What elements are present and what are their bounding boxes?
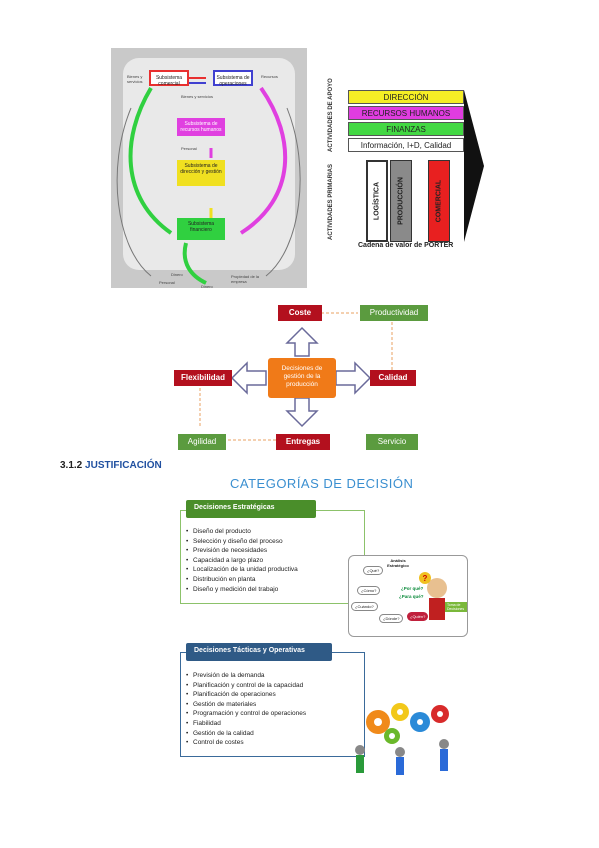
support-informacion: Información, I+D, Calidad: [348, 138, 464, 152]
question-label: Toma de Decisiones: [445, 602, 467, 612]
svg-text:?: ?: [423, 574, 428, 583]
list-item: Previsión de necesidades: [186, 546, 364, 556]
decisions-diagram: Coste Productividad Decisiones de gestió…: [170, 300, 435, 455]
question-bubble: ¿Cómo?: [357, 586, 381, 595]
primary-comercial: COMERCIAL: [428, 160, 450, 242]
list-item: Localización de la unidad productiva: [186, 565, 364, 575]
subsystem-label: Bienes y servicios: [181, 94, 214, 99]
question-bubble: ¿Para qué?: [399, 594, 424, 599]
question-bubble: ¿Cuándo?: [351, 602, 378, 611]
question-bubble: ¿Qué?: [363, 566, 384, 575]
servicio-box: Servicio: [366, 434, 418, 450]
questions-graphic: ? Análisis Estratégico ¿Qué? ¿Por qué? ¿…: [348, 555, 468, 637]
list-item: Fiabilidad: [186, 719, 364, 729]
productividad-box: Productividad: [360, 305, 428, 321]
tactical-panel: Previsión de la demanda Planificación y …: [180, 652, 365, 757]
primary-produccion: PRODUCCIÓN: [390, 160, 412, 242]
strategic-panel: Diseño del producto Selección y diseño d…: [180, 510, 365, 604]
calidad-box: Calidad: [370, 370, 416, 386]
section-heading: 3.1.2 JUSTIFICACIÓN: [60, 460, 162, 471]
flexibilidad-box: Flexibilidad: [174, 370, 232, 386]
question-label: Análisis Estratégico: [387, 558, 409, 568]
subsystem-label: Bienes y servicios: [127, 74, 143, 84]
tactical-title: Decisiones Tácticas y Operativas: [186, 643, 332, 661]
subsystems-diagram: Subsistema comercial Subsistema de opera…: [111, 48, 307, 289]
support-activities-label: ACTIVIDADES DE APOYO: [328, 78, 334, 152]
support-rrhh: RECURSOS HUMANOS: [348, 106, 464, 120]
primary-activities-label: ACTIVIDADES PRIMARIAS: [328, 163, 334, 240]
subsystem-label: Dinero: [201, 284, 213, 289]
support-direccion: DIRECCIÓN: [348, 90, 464, 104]
subsystem-label: Personal: [159, 280, 175, 285]
margin-arrow: [464, 90, 484, 242]
list-item: Gestión de la calidad: [186, 729, 364, 739]
entregas-box: Entregas: [276, 434, 330, 450]
question-bubble: ¿Quién?: [407, 612, 429, 621]
coste-box: Coste: [278, 305, 322, 321]
questions-illustration: ?: [419, 572, 447, 620]
gears-illustration: [355, 703, 449, 775]
question-bubble: ¿Por qué?: [401, 586, 424, 591]
list-item: Selección y diseño del proceso: [186, 537, 364, 547]
question-bubble: ¿Dónde?: [379, 614, 404, 623]
subsystem-direccion-box: Subsistema de dirección y gestión: [177, 160, 225, 186]
section-title: JUSTIFICACIÓN: [85, 460, 162, 471]
strategic-list: Diseño del producto Selección y diseño d…: [181, 527, 364, 594]
porter-caption: Cadena de valor de PORTER: [358, 242, 454, 249]
subsystem-label: Personal: [181, 146, 197, 151]
list-item: Previsión de la demanda: [186, 671, 364, 681]
list-item: Distribución en planta: [186, 575, 364, 585]
list-item: Diseño del producto: [186, 527, 364, 537]
subsystem-label: Propiedad de la empresa: [231, 274, 260, 284]
subsystem-rrhh-box: Subsistema de recursos humanos: [177, 118, 225, 136]
gear-icon: [366, 703, 449, 744]
subsystem-comercial-box: Subsistema comercial: [149, 70, 189, 87]
subsystem-label: Recursos: [261, 74, 278, 79]
tactical-list: Previsión de la demanda Planificación y …: [181, 671, 364, 748]
list-item: Diseño y medición del trabajo: [186, 585, 364, 595]
categories-title: CATEGORÍAS DE DECISIÓN: [230, 476, 414, 491]
subsystem-label: Dinero: [171, 272, 183, 277]
list-item: Capacidad a largo plazo: [186, 556, 364, 566]
section-number: 3.1.2: [60, 460, 83, 471]
strategic-title: Decisiones Estratégicas: [186, 500, 316, 518]
support-finanzas: FINANZAS: [348, 122, 464, 136]
porter-value-chain: ACTIVIDADES DE APOYO ACTIVIDADES PRIMARI…: [328, 78, 488, 250]
list-item: Planificación de operaciones: [186, 690, 364, 700]
decisions-connectors: [199, 312, 393, 441]
primary-logistica: LOGÍSTICA: [366, 160, 388, 242]
list-item: Planificación y control de la capacidad: [186, 681, 364, 691]
list-item: Control de costes: [186, 738, 364, 748]
list-item: Gestión de materiales: [186, 700, 364, 710]
agilidad-box: Agilidad: [178, 434, 226, 450]
list-item: Programación y control de operaciones: [186, 709, 364, 719]
center-box: Decisiones de gestión de la producción: [268, 358, 336, 398]
subsystem-operaciones-box: Subsistema de operaciones: [213, 70, 253, 87]
subsystem-financiero-box: Subsistema financiero: [177, 218, 225, 240]
